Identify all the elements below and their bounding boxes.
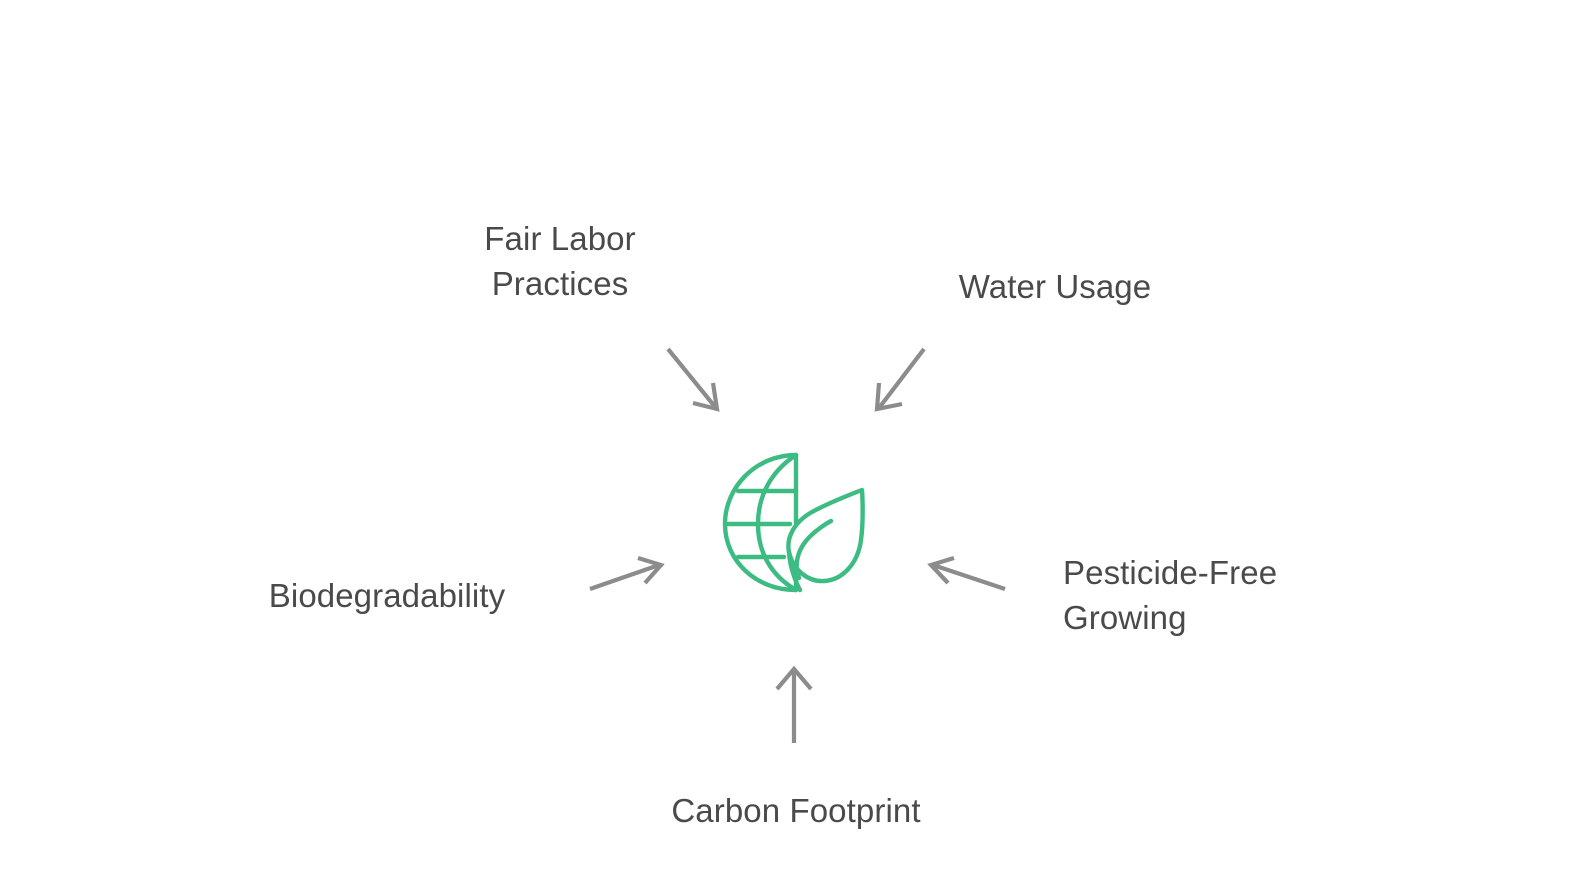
- arrow-biodegradability: [589, 555, 665, 591]
- node-label-water-usage: Water Usage: [958, 268, 1152, 305]
- arrow-water-usage: [874, 347, 926, 412]
- node-label-pesticide-free-growing: Pesticide-Free Growing: [1063, 554, 1278, 636]
- arrow-pesticide-free-growing: [927, 555, 1006, 591]
- node-label-biodegradability: Biodegradability: [268, 577, 506, 614]
- node-label-carbon-footprint: Carbon Footprint: [671, 792, 921, 829]
- node-label-fair-labor-practices: Fair Labor Practices: [484, 220, 636, 302]
- arrow-fair-labor-practices: [666, 347, 720, 412]
- arrow-carbon-footprint: [775, 665, 813, 743]
